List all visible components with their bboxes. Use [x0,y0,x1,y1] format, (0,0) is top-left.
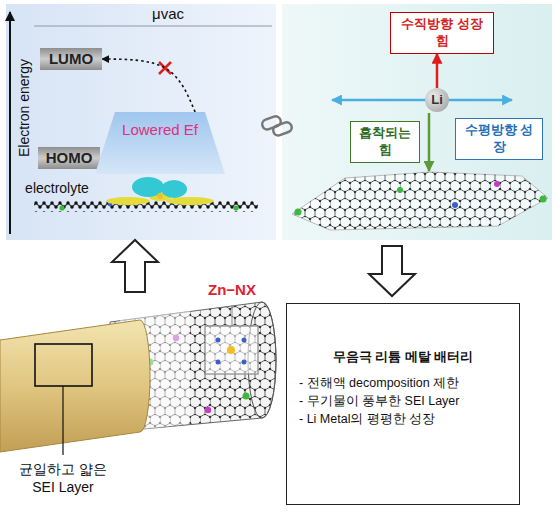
force-box: 수평방향 성장 [455,118,543,160]
block-arrow [369,246,415,296]
region-label: electrolyte [25,180,89,196]
metal-atom [227,346,235,354]
summary-box: 무음극 리튬 메탈 배터리 - 전해액 decomposition 제한- 무기물… [286,303,520,505]
nitrogen-atom [242,360,247,365]
orbital-lobe [106,197,150,205]
summary-item: - 전해액 decomposition 제한 [299,374,507,392]
node-label: 수평방향 성장 [464,122,534,156]
summary-item: - Li Metal의 평평한 성장 [299,410,507,428]
leader-line [62,386,63,455]
dopant-atom [205,407,211,413]
band-shape [95,112,225,174]
dopant-atom [295,209,302,216]
zn-site-box [205,326,258,374]
graphene-flake [292,172,548,230]
chain-ring [261,115,282,131]
node-label: 수직방향 성장 힘 [399,16,485,50]
li-atom: Li [425,88,449,112]
dopant-atom [397,187,403,193]
force-box: 수직방향 성장 힘 [390,12,494,54]
panel-background [6,4,276,240]
dopant-atom [59,205,64,210]
cross-line [159,62,171,74]
dopant-atom [243,393,250,400]
blocked-mark [159,62,171,74]
force-box: 흡착되는 힘 [350,121,420,163]
graphene-flake [292,172,548,230]
node-label: Li [425,88,449,112]
transition-arrow [102,59,195,112]
adsorption-arrow [428,113,431,171]
chain-link [261,115,293,137]
outer-sei-layer [0,320,150,452]
node-label: LUMO [40,48,102,70]
summary-item: - 무기물이 풍부한 SEI Layer [299,392,507,410]
orbital-lobe [166,197,214,205]
metal-atom [157,193,163,199]
horizontal-growth-arrow [332,99,512,102]
block-arrow [112,240,158,292]
force-arrow [436,54,439,88]
site-label: Zn−NX [208,281,256,298]
dopant-atom [233,205,238,210]
energy-level-box: LUMO [40,48,102,70]
sei-callout-box [35,344,92,386]
summary-heading: 무음극 리튬 메탈 배터리 [299,348,507,366]
leader-line [232,305,233,326]
node-label: HOMO [38,147,100,169]
nanotube [0,302,276,455]
orbital-lobe [161,180,187,198]
dopant-atom [540,196,547,203]
panel-background [282,4,552,240]
node-label: Lowered Ef [95,121,225,138]
fermi-band: Lowered Ef [95,112,225,174]
dopant-atom [494,181,500,187]
cross-line [159,62,171,74]
dopant-atom [452,202,458,208]
energy-axis [9,12,11,234]
callout-label: 균일하고 얇은 SEI Layer [8,461,118,496]
axis-label: Electron energy [16,59,32,157]
node-label: 흡착되는 힘 [357,125,413,159]
energy-level-box: HOMO [38,147,100,169]
nitrogen-atom [216,360,221,365]
vacuum-level-line [34,26,272,27]
nitrogen-atom [242,338,247,343]
chain-ring [272,121,293,137]
nitrogen-atom [216,338,221,343]
energy-level-label: μvac [152,5,184,22]
